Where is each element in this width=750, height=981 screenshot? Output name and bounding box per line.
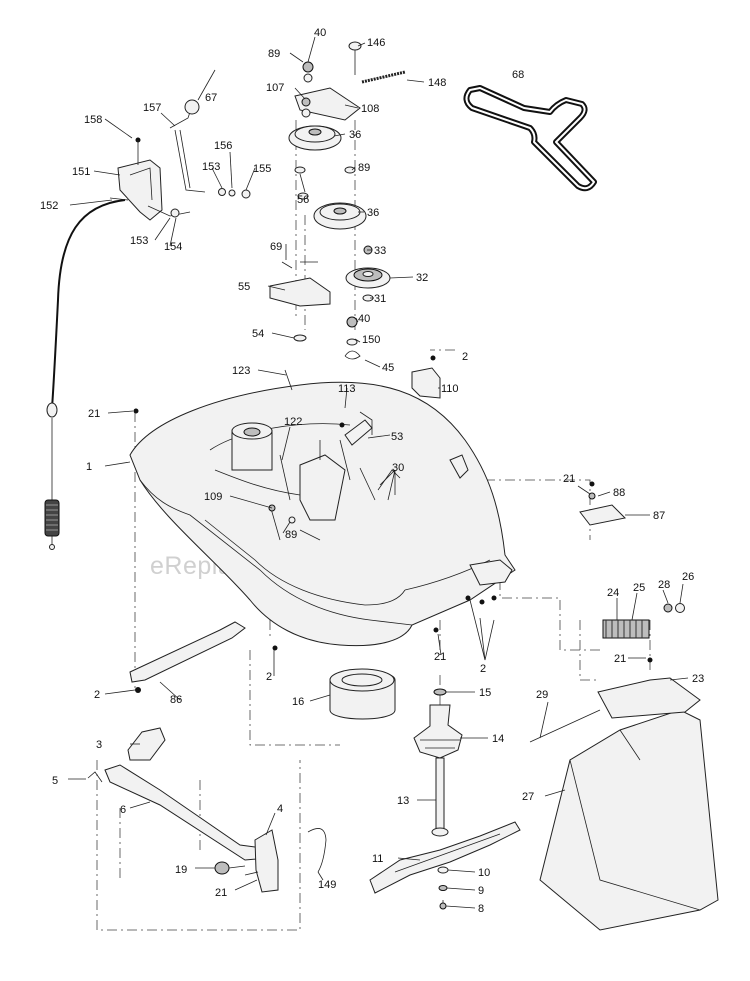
callout-67: 67 [205, 92, 217, 104]
callout-2-right: 2 [480, 663, 486, 675]
callout-54: 54 [252, 328, 264, 340]
callout-156: 156 [214, 140, 232, 152]
callout-2-lower: 2 [94, 689, 100, 701]
callout-107: 107 [266, 82, 284, 94]
callout-19: 19 [175, 864, 187, 876]
callout-27: 27 [522, 791, 534, 803]
part-control-cable [44, 197, 129, 550]
callout-11: 11 [372, 853, 383, 865]
part-pulley-stack [269, 41, 406, 360]
callout-21-left: 21 [88, 408, 100, 420]
callout-40-top: 40 [314, 27, 326, 39]
callout-6: 6 [120, 804, 126, 816]
callout-157: 157 [143, 102, 161, 114]
callout-69: 69 [270, 241, 282, 253]
callout-110: 110 [441, 383, 459, 395]
callout-3: 3 [96, 739, 102, 751]
callout-23: 23 [692, 673, 704, 685]
callout-14: 14 [492, 733, 504, 745]
callout-55: 55 [238, 281, 250, 293]
callout-108: 108 [361, 103, 379, 115]
callout-40-middle: 40 [358, 313, 370, 325]
callout-87: 87 [653, 510, 665, 522]
callout-151: 151 [72, 166, 90, 178]
callout-56: 56 [297, 194, 309, 206]
callout-5: 5 [52, 775, 58, 787]
callout-21-deck: 21 [434, 651, 446, 663]
callout-26: 26 [682, 571, 694, 583]
callout-21-bottom: 21 [215, 887, 227, 899]
callout-149: 149 [318, 879, 336, 891]
callout-16: 16 [292, 696, 304, 708]
callout-25: 25 [633, 582, 645, 594]
callout-158: 158 [84, 114, 102, 126]
callout-86: 86 [170, 694, 182, 706]
part-spindle-assembly [329, 668, 521, 910]
part-bracket-110 [411, 355, 441, 399]
callout-148: 148 [428, 77, 446, 89]
callout-88: 88 [613, 487, 625, 499]
callout-146: 146 [367, 37, 385, 49]
callout-9: 9 [478, 885, 484, 897]
callout-45: 45 [382, 362, 394, 374]
callout-113: 113 [338, 383, 356, 395]
callout-28: 28 [658, 579, 670, 591]
part-mower-deck [129, 369, 516, 647]
part-v-belt [463, 85, 597, 192]
part-linkage-bars [87, 408, 497, 893]
part-clutch-lever-assembly [117, 99, 251, 221]
callout-21-bracket: 21 [563, 473, 575, 485]
callout-labels: 40 89 146 148 68 107 108 36 89 56 36 33 … [40, 27, 704, 915]
callout-36-lower: 36 [367, 207, 379, 219]
callout-122: 122 [284, 416, 302, 428]
callout-29: 29 [536, 689, 548, 701]
callout-8: 8 [478, 903, 484, 915]
callout-33: 33 [374, 245, 386, 257]
callout-2-bracket: 2 [462, 351, 468, 363]
callout-123: 123 [232, 365, 250, 377]
callout-89-middle: 89 [358, 162, 370, 174]
callout-155: 155 [253, 163, 271, 175]
callout-154: 154 [164, 241, 182, 253]
callout-109: 109 [204, 491, 222, 503]
callout-15: 15 [479, 687, 491, 699]
callout-13: 13 [397, 795, 409, 807]
callout-89-deck: 89 [285, 529, 297, 541]
callout-32: 32 [416, 272, 428, 284]
callout-10: 10 [478, 867, 490, 879]
callout-24: 24 [607, 587, 619, 599]
leader-lines [68, 36, 689, 909]
callout-68: 68 [512, 69, 524, 81]
callout-89-top: 89 [268, 48, 280, 60]
callout-152: 152 [40, 200, 58, 212]
callout-1: 1 [86, 461, 92, 473]
part-discharge-chute [529, 481, 719, 931]
callout-4: 4 [277, 803, 283, 815]
callout-2-deck: 2 [266, 671, 272, 683]
callout-53: 53 [391, 431, 403, 443]
callout-150: 150 [362, 334, 380, 346]
callout-153-upper: 153 [202, 161, 220, 173]
callout-153-lower: 153 [130, 235, 148, 247]
callout-21-chute: 21 [614, 653, 626, 665]
callout-36-upper: 36 [349, 129, 361, 141]
callout-31: 31 [374, 293, 386, 305]
callout-30: 30 [392, 462, 404, 474]
